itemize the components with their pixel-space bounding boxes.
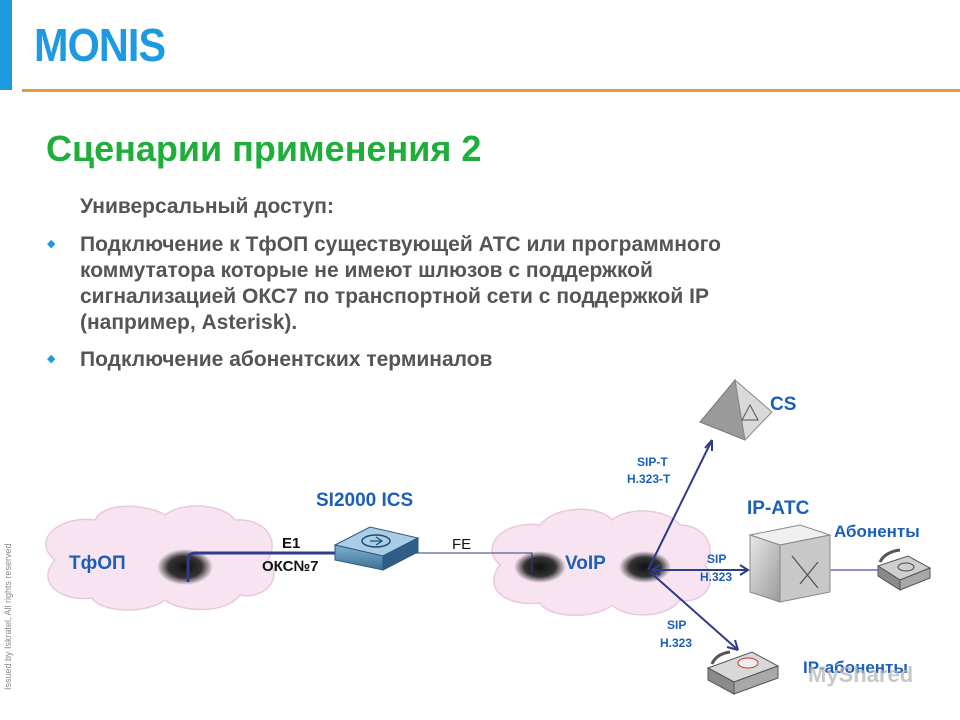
ip-subscriber-link xyxy=(649,571,739,651)
bullet-diamond-icon: ◆ xyxy=(47,238,56,250)
cs-link-label-2: H.323-T xyxy=(627,472,671,486)
e1-label: E1 xyxy=(282,535,301,552)
ip-subscribers-label: IP-абоненты xyxy=(803,658,908,677)
voip-label: VoIP xyxy=(565,553,606,574)
ipatc-link-label-1: SIP xyxy=(707,552,727,566)
phone-icon xyxy=(876,548,932,591)
bullet-1-line-2: коммутатора которые не имеют шлюзов с по… xyxy=(80,259,653,282)
cs-label: CS xyxy=(770,394,797,415)
monis-logo: MONIS xyxy=(34,19,166,71)
ip-phone-icon xyxy=(706,650,780,695)
ip-sub-link-label-2: H.323 xyxy=(660,636,693,650)
fe-label: FE xyxy=(452,536,472,553)
voip-tunnel-left-icon xyxy=(514,551,566,583)
ipatc-link-label-2: H.323 xyxy=(700,570,733,584)
cs-link xyxy=(647,439,713,571)
bullet-diamond-icon: ◆ xyxy=(47,353,56,365)
ics-device-icon xyxy=(333,526,420,571)
ics-label: SI2000 ICS xyxy=(316,490,414,511)
pstn-label: ТфОП xyxy=(69,553,126,574)
ip-atc-label: IP-АТС xyxy=(747,498,810,519)
ip-sub-link-label-1: SIP xyxy=(667,618,687,632)
fe-link xyxy=(415,552,533,572)
bullet-1-line-1: Подключение к ТфОП существующей АТС или … xyxy=(80,233,722,256)
bullet-1-line-3: сигнализацией ОКС7 по транспортной сети … xyxy=(80,285,709,308)
pstn-cloud xyxy=(45,505,275,611)
pstn-tunnel-icon xyxy=(157,549,213,585)
accent-bar xyxy=(0,0,12,90)
bullet-1-line-4: (например, Asterisk). xyxy=(80,311,298,334)
slide-title: Сценарии применения 2 xyxy=(46,128,482,169)
e1-link xyxy=(186,551,340,582)
intro-text: Универсальный доступ: xyxy=(80,195,334,218)
watermark: MyShared xyxy=(808,662,914,687)
voip-cloud xyxy=(491,508,711,616)
voip-tunnel-right-icon xyxy=(619,551,671,583)
cs-pyramid-icon xyxy=(699,378,773,442)
subscribers-label: Абоненты xyxy=(834,522,920,541)
bullet-2-line-1: Подключение абонентских терминалов xyxy=(80,348,493,371)
ip-atc-device-icon xyxy=(748,524,832,603)
cs-link-label-1: SIP-T xyxy=(637,455,668,469)
okc7-label: ОКС№7 xyxy=(262,558,319,575)
header-divider xyxy=(22,89,960,92)
